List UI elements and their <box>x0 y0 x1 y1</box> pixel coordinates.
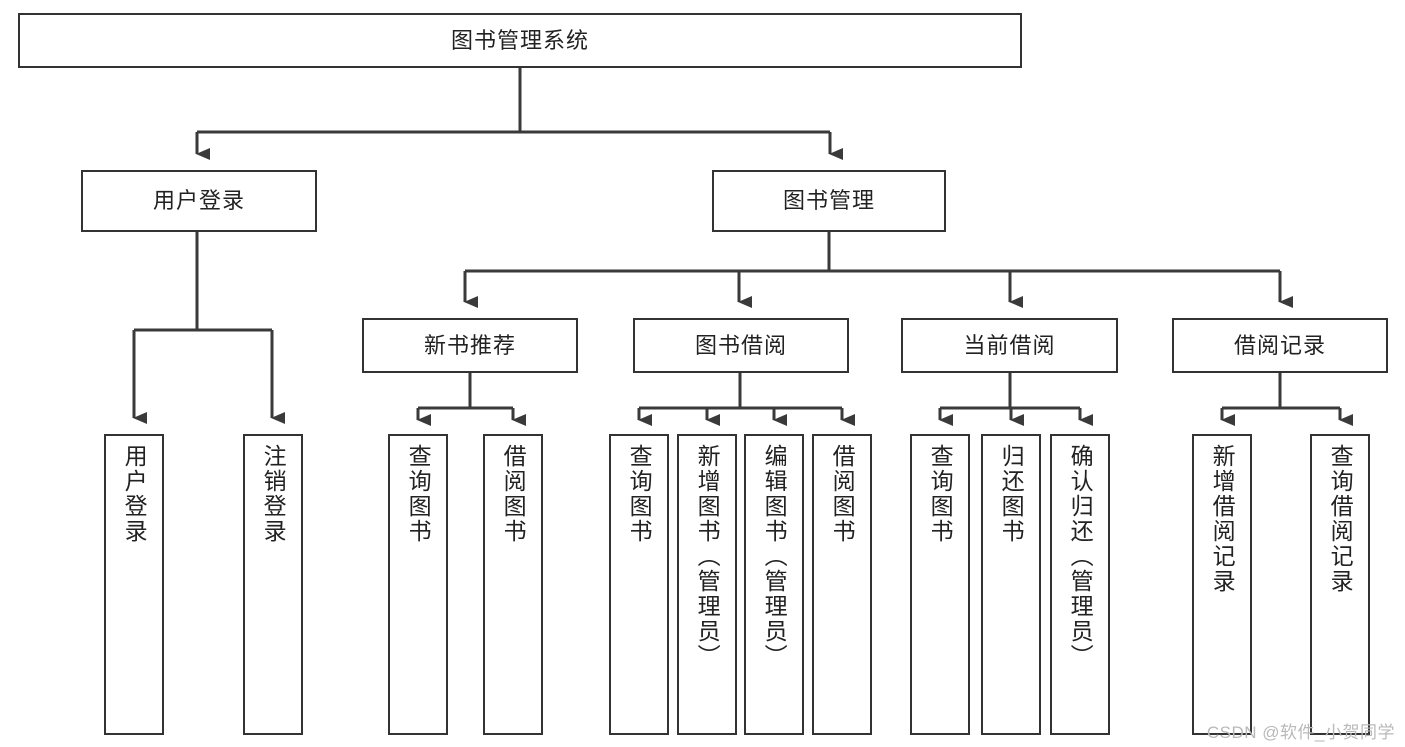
node-label: 归还图书 <box>998 444 1025 544</box>
leaf-query-borrow-record[interactable]: 查询借阅记录 <box>1310 434 1370 735</box>
node-label: 编辑图书（管理员） <box>761 444 788 669</box>
node-borrow-record[interactable]: 借阅记录 <box>1172 318 1388 373</box>
leaf-add-borrow-record[interactable]: 新增借阅记录 <box>1192 434 1252 735</box>
node-label: 注销登录 <box>260 444 287 544</box>
node-label: 新增借阅记录 <box>1209 444 1236 594</box>
leaf-return-book[interactable]: 归还图书 <box>981 434 1041 735</box>
leaf-borrow-book-new-recommend[interactable]: 借阅图书 <box>483 434 543 735</box>
node-label: 新增图书（管理员） <box>694 444 721 669</box>
node-label: 用户登录 <box>152 188 245 214</box>
node-label: 查询图书 <box>927 444 954 544</box>
node-label: 借阅图书 <box>500 444 527 544</box>
node-label: 新书推荐 <box>423 332 516 358</box>
node-label: 图书借阅 <box>694 332 787 358</box>
node-current-borrow[interactable]: 当前借阅 <box>901 318 1118 373</box>
node-label: 当前借阅 <box>963 332 1056 358</box>
leaf-query-book-borrow[interactable]: 查询图书 <box>609 434 669 735</box>
node-user-login[interactable]: 用户登录 <box>81 170 317 232</box>
leaf-edit-book-admin[interactable]: 编辑图书（管理员） <box>744 434 804 735</box>
leaf-borrow-book[interactable]: 借阅图书 <box>812 434 872 735</box>
node-book-manage[interactable]: 图书管理 <box>712 170 946 232</box>
node-label: 图书管理系统 <box>450 27 589 53</box>
node-new-book-recommend[interactable]: 新书推荐 <box>362 318 578 373</box>
leaf-add-book-admin[interactable]: 新增图书（管理员） <box>677 434 737 735</box>
leaf-user-login[interactable]: 用户登录 <box>104 434 164 735</box>
leaf-query-book-new-recommend[interactable]: 查询图书 <box>388 434 448 735</box>
node-label: 用户登录 <box>121 444 148 544</box>
node-label: 查询借阅记录 <box>1327 444 1354 594</box>
leaf-query-book-current[interactable]: 查询图书 <box>910 434 970 735</box>
node-book-borrow[interactable]: 图书借阅 <box>633 318 849 373</box>
node-label: 查询图书 <box>405 444 432 544</box>
node-label: 借阅记录 <box>1233 332 1326 358</box>
node-label: 查询图书 <box>626 444 653 544</box>
node-label: 确认归还（管理员） <box>1067 444 1094 669</box>
leaf-confirm-return-admin[interactable]: 确认归还（管理员） <box>1050 434 1110 735</box>
leaf-logout-login[interactable]: 注销登录 <box>243 434 303 735</box>
node-root-book-management-system[interactable]: 图书管理系统 <box>18 13 1022 68</box>
node-label: 借阅图书 <box>829 444 856 544</box>
watermark-text: CSDN @软件_小贺同学 <box>1206 723 1395 742</box>
node-label: 图书管理 <box>782 188 875 214</box>
